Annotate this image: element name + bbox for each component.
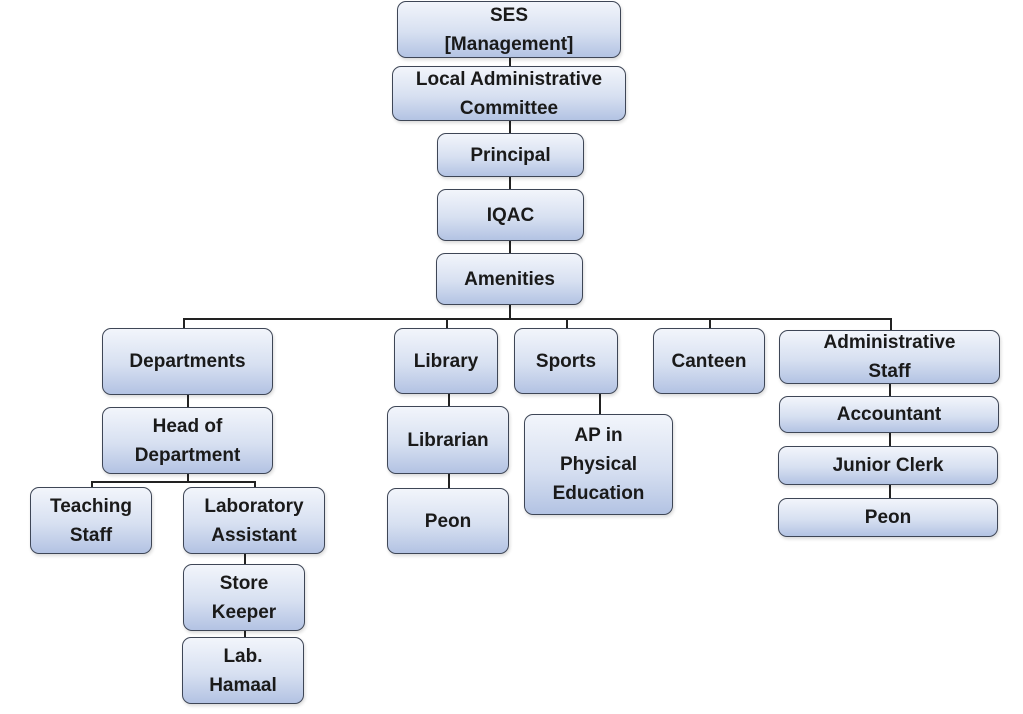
node-label: AP in Physical Education (552, 425, 645, 504)
node-teaching-staff: Teaching Staff (30, 487, 152, 554)
node-local-administrative-committee: Local Administrative Committee (392, 66, 626, 121)
node-label: Library (413, 350, 479, 372)
connector (889, 433, 891, 446)
node-label: Amenities (464, 268, 555, 290)
connector (509, 241, 511, 253)
connector (187, 474, 189, 481)
node-label: Principal (470, 144, 551, 166)
node-ses-management: SES [Management] (397, 1, 621, 58)
node-canteen: Canteen (653, 328, 765, 394)
node-administrative-staff: Administrative Staff (779, 330, 1000, 384)
node-label: SES [Management] (444, 4, 574, 55)
connector (509, 58, 511, 66)
connector (890, 318, 892, 330)
connector (709, 318, 711, 328)
connector (187, 395, 189, 407)
connector (509, 177, 511, 189)
connector (183, 318, 185, 328)
connector (183, 318, 891, 320)
connector (889, 485, 891, 498)
node-junior-clerk: Junior Clerk (778, 446, 998, 485)
connector (889, 384, 891, 396)
node-label: Sports (535, 350, 597, 372)
connector (244, 554, 246, 564)
node-ap-physical-education: AP in Physical Education (524, 414, 673, 515)
node-label: Head of Department (134, 415, 241, 466)
node-label: Store Keeper (211, 572, 277, 623)
node-library: Library (394, 328, 498, 394)
node-iqac: IQAC (437, 189, 584, 241)
node-label: Local Administrative Committee (415, 68, 603, 119)
node-label: Laboratory Assistant (204, 495, 304, 546)
connector (448, 474, 450, 488)
node-label: IQAC (486, 204, 535, 226)
connector (509, 121, 511, 133)
node-amenities: Amenities (436, 253, 583, 305)
connector (254, 481, 256, 487)
connector (244, 631, 246, 637)
node-label: Peon (424, 510, 472, 532)
connector (91, 481, 93, 487)
node-label: Peon (864, 507, 912, 528)
node-label: Departments (129, 351, 246, 372)
node-label: Accountant (836, 404, 942, 425)
connector (599, 394, 601, 414)
node-admin-peon: Peon (778, 498, 998, 537)
connector (509, 305, 511, 318)
node-principal: Principal (437, 133, 584, 177)
node-lab-hamaal: Lab. Hamaal (182, 637, 304, 704)
node-label: Junior Clerk (832, 455, 944, 476)
node-label: Administrative Staff (823, 332, 956, 382)
connector (446, 318, 448, 328)
node-head-of-department: Head of Department (102, 407, 273, 474)
node-sports: Sports (514, 328, 618, 394)
node-departments: Departments (102, 328, 273, 395)
node-label: Lab. Hamaal (209, 645, 277, 696)
node-laboratory-assistant: Laboratory Assistant (183, 487, 325, 554)
connector (91, 481, 255, 483)
node-label: Teaching Staff (50, 495, 132, 546)
connector (448, 394, 450, 406)
node-label: Canteen (671, 350, 747, 372)
node-store-keeper: Store Keeper (183, 564, 305, 631)
connector (566, 318, 568, 328)
node-librarian: Librarian (387, 406, 509, 474)
node-accountant: Accountant (779, 396, 999, 433)
node-library-peon: Peon (387, 488, 509, 554)
node-label: Librarian (407, 429, 489, 451)
